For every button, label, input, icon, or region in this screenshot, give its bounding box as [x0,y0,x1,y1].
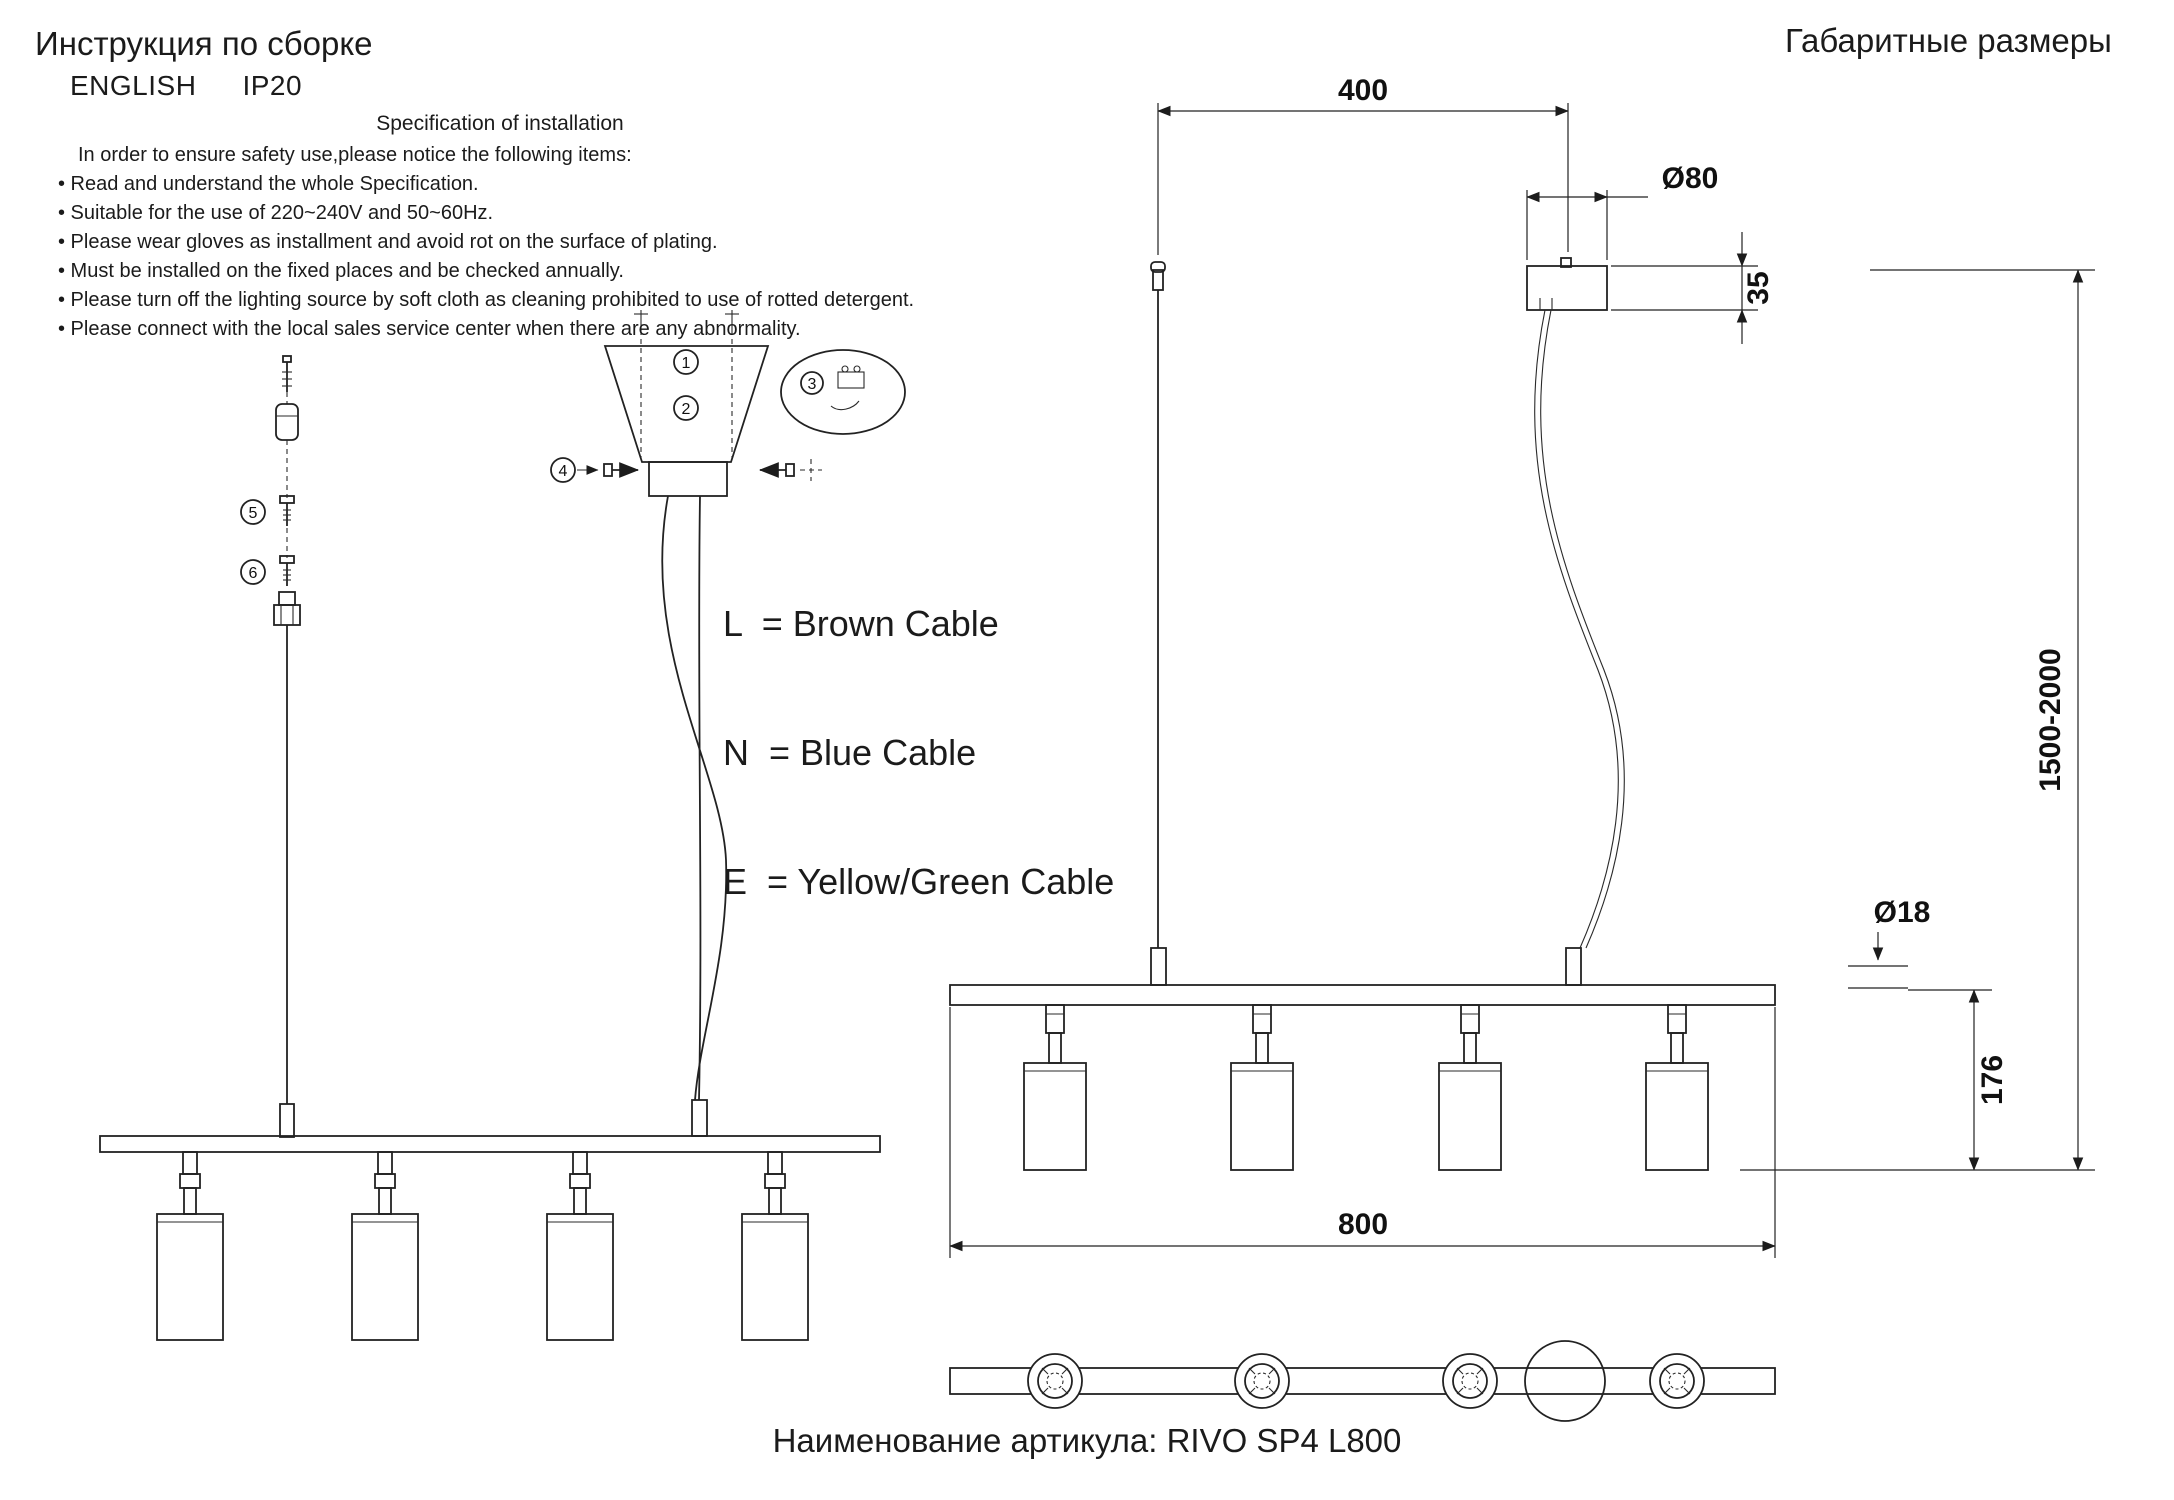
spec-item: • Must be installed on the fixed places … [58,260,624,282]
cable-legend-line-l: L = Brown Cable [723,603,999,644]
spec-item: • Please connect with the local sales se… [58,318,801,340]
callout-3: 3 [808,376,817,393]
callout-4: 4 [559,463,568,480]
fixture-front-view-left [99,1135,881,1341]
suspension-parts-chain: 5 6 [240,355,301,1138]
spec-item: • Please turn off the lighting source by… [58,289,915,311]
dim-bar-length-label: 800 [1338,1208,1388,1241]
dim-overall-height-label: 1500-2000 [2034,648,2067,791]
dimensions-title-ru: Габаритные размеры [1785,22,2112,59]
dim-lamp-height-label: 176 [1976,1055,2009,1105]
spec-item: • Read and understand the whole Specific… [58,173,479,195]
dim-stem-diameter-label: Ø18 [1874,896,1931,929]
callout-1: 1 [682,355,691,372]
spec-item: • Suitable for the use of 220~240V and 5… [58,202,494,224]
language-row: ENGLISH IP20 [70,70,302,102]
article-label: Наименование артикула: RIVO SP4 L800 [772,1422,1402,1459]
spec-item: • Please wear gloves as installment and … [58,231,718,253]
spec-items: • Read and understand the whole Specific… [58,170,914,344]
electric-cable-curve [661,495,728,1101]
dim-suspension-offset-label: 400 [1338,74,1388,107]
assembly-diagram: 5 6 1 [99,310,906,1341]
page-title-ru: Инструкция по сборке [35,25,373,62]
spec-title: Specification of installation [376,112,624,135]
callout-2: 2 [682,401,691,418]
language-label: ENGLISH [70,70,197,101]
callout-5: 5 [249,505,258,522]
spec-intro: In order to ensure safety use,please not… [78,144,632,166]
canopy-exploded-view: 1 2 4 3 [550,310,906,497]
electric-cable-s-curve [1534,309,1619,949]
dimension-drawing: 400 Ø80 35 1500-2000 Ø18 [949,74,2095,1258]
fixture-front-view-right [949,984,1776,1171]
cable-legend: L = Brown Cable N = Blue Cable E = Yello… [723,516,1114,989]
ip-rating-label: IP20 [242,70,303,101]
dim-canopy-height-label: 35 [1742,271,1775,304]
cable-legend-line-n: N = Blue Cable [723,732,977,773]
steel-cable-line [698,495,702,1101]
cable-legend-line-e: E = Yellow/Green Cable [723,861,1115,902]
fixture-top-view [949,1340,1776,1422]
callout-6: 6 [249,565,258,582]
dim-canopy-diameter-label: Ø80 [1662,162,1719,195]
